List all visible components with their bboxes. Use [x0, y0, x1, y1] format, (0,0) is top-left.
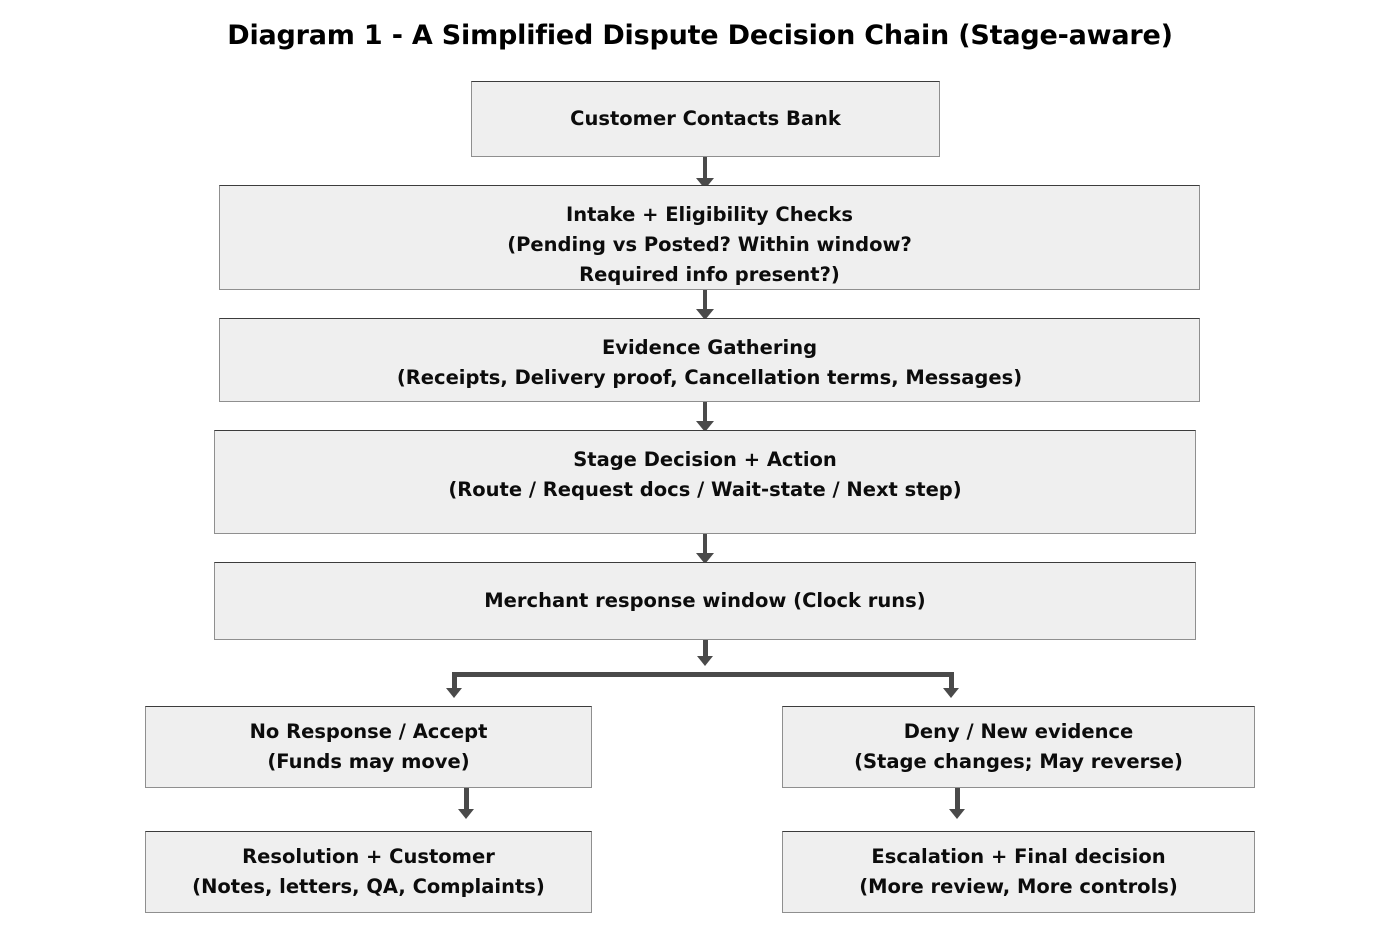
connector-arrowhead-1: [696, 178, 714, 189]
connector-split-horizontal-bar: [452, 672, 954, 677]
node-line: Merchant response window (Clock runs): [484, 589, 926, 612]
connector-arrowhead-4: [696, 553, 714, 564]
connector-split-stem: [703, 640, 708, 662]
node-line: Customer Contacts Bank: [570, 107, 841, 130]
connector-arrowhead-right-bottom: [949, 809, 965, 819]
connector-shaft-4: [703, 534, 707, 558]
connector-arrowhead-3: [696, 421, 714, 432]
node-line: Evidence Gathering: [601, 336, 818, 359]
connector-shaft-2: [703, 290, 707, 314]
connector-split-right-arrowhead: [943, 688, 959, 698]
node-escalation-final-decision[interactable]: Escalation + Final decision (More review…: [782, 831, 1255, 913]
connector-split-left-drop: [452, 672, 457, 694]
node-resolution-customer[interactable]: Resolution + Customer (Notes, letters, Q…: [145, 831, 592, 913]
node-line: No Response / Accept: [249, 720, 488, 743]
node-line: Stage Decision + Action: [573, 448, 837, 471]
connector-shaft-left-bottom: [464, 788, 469, 814]
node-line: (Funds may move): [267, 750, 470, 773]
node-line: (More review, More controls): [859, 875, 1178, 898]
node-customer-contacts-bank[interactable]: Customer Contacts Bank: [471, 81, 940, 157]
connector-split-left-arrowhead: [446, 688, 462, 698]
connector-arrowhead-2: [696, 309, 714, 320]
node-line: Resolution + Customer: [242, 845, 495, 868]
node-deny-new-evidence[interactable]: Deny / New evidence (Stage changes; May …: [782, 706, 1255, 788]
node-line: (Stage changes; May reverse): [854, 750, 1183, 773]
node-line: Deny / New evidence: [903, 720, 1134, 743]
connector-shaft-3: [703, 402, 707, 426]
node-no-response-accept[interactable]: No Response / Accept (Funds may move): [145, 706, 592, 788]
node-evidence-gathering[interactable]: Evidence Gathering (Receipts, Delivery p…: [219, 318, 1200, 402]
node-merchant-response-window[interactable]: Merchant response window (Clock runs): [214, 562, 1196, 640]
connector-shaft-right-bottom: [955, 788, 960, 814]
node-line: (Receipts, Delivery proof, Cancellation …: [396, 366, 1023, 389]
node-line: Escalation + Final decision: [871, 845, 1166, 868]
node-stage-decision-action[interactable]: Stage Decision + Action (Route / Request…: [214, 430, 1196, 534]
connector-split-right-drop: [949, 672, 954, 694]
node-intake-eligibility-checks[interactable]: Intake + Eligibility Checks (Pending vs …: [219, 185, 1200, 290]
node-line: Intake + Eligibility Checks: [566, 203, 853, 226]
connector-split-stem-arrowhead: [697, 656, 713, 666]
diagram-title: Diagram 1 - A Simplified Dispute Decisio…: [227, 20, 1173, 51]
node-line: Required info present?): [579, 263, 840, 286]
node-line: (Notes, letters, QA, Complaints): [192, 875, 545, 898]
connector-shaft-1: [703, 157, 707, 183]
node-line: (Pending vs Posted? Within window?: [507, 233, 912, 256]
connector-arrowhead-left-bottom: [458, 809, 474, 819]
node-line: (Route / Request docs / Wait-state / Nex…: [448, 478, 962, 501]
